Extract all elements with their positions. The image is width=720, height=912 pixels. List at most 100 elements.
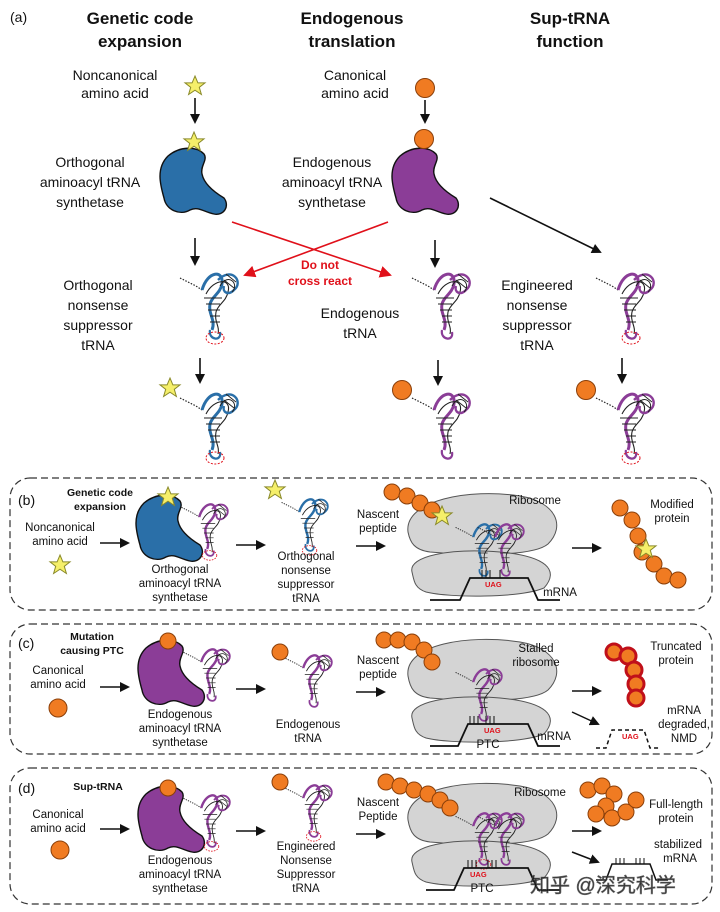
- cross-arrow-1: [231, 221, 392, 278]
- col3-title-line1: Sup-tRNA: [530, 9, 610, 28]
- panel-d-trna-circle-icon: [271, 773, 289, 791]
- panel-d-full-length-protein: [579, 777, 645, 827]
- panel-d-aa-line1: Canonical: [32, 809, 83, 821]
- panel-d-nascent-line2: Peptide: [358, 811, 397, 823]
- panel-d-stabilized-line1: stabilized: [654, 839, 702, 851]
- panel-c-result-line2: protein: [658, 655, 693, 667]
- panel-c-synth-line1: Endogenous: [148, 709, 213, 721]
- panel-c-circle-icon: [48, 698, 68, 718]
- panel-d-peptide-chain: [377, 773, 459, 817]
- panel-c-mrna-label: mRNA: [537, 731, 571, 743]
- cross-arrow-2: [243, 221, 389, 278]
- panel-b-nascent-line2: peptide: [359, 523, 397, 535]
- panel-d-letter: (d): [18, 780, 35, 796]
- panel-b-nascent-line1: Nascent: [357, 509, 400, 521]
- panel-c-truncated-protein: [604, 642, 646, 708]
- col1-title-line2: expansion: [98, 32, 182, 51]
- panel-b-synth-line3: synthetase: [152, 592, 208, 604]
- panel-d-ribosome-label: Ribosome: [514, 787, 566, 799]
- panel-c-trna-line2: tRNA: [294, 733, 322, 745]
- panel-c-synth-line3: synthetase: [152, 737, 208, 749]
- panel-d-circle-icon: [50, 840, 70, 860]
- panel-b-trna-star-icon: [264, 479, 286, 499]
- panel-b-trna-line2: nonsense: [281, 565, 331, 577]
- panel-b-aa-line1: Noncanonical: [25, 522, 95, 534]
- eng-trna-line3: suppressor: [502, 317, 572, 333]
- panel-c-aa-line2: amino acid: [30, 679, 86, 691]
- panel-d-stabilized-line2: mRNA: [663, 853, 697, 865]
- panel-c-degraded-line2: degraded,: [658, 719, 710, 731]
- panel-d-nascent-line1: Nascent: [357, 797, 400, 809]
- panel-d-result-line2: protein: [658, 813, 693, 825]
- canonical-label-line1: Canonical: [324, 67, 386, 83]
- panel-c-codon: UAG: [484, 726, 501, 735]
- canonical-label-line2: amino acid: [321, 85, 389, 101]
- eng-trna-line4: tRNA: [520, 337, 554, 353]
- panel-c-trna-line1: Endogenous: [276, 719, 341, 731]
- panel-c-degraded-mrna: [596, 729, 660, 749]
- panel-d-synth-line2: aminoacyl tRNA: [139, 869, 222, 881]
- no-cross-line1: Do not: [301, 258, 339, 272]
- panel-d-bound-circle-icon: [159, 779, 177, 797]
- orth-trna-line2: nonsense: [68, 297, 129, 313]
- panel-c-peptide-chain: [375, 631, 441, 671]
- panel-b-mrna-label: mRNA: [543, 587, 577, 599]
- panel-b-synthetase-icon: [135, 494, 204, 562]
- panel-c-title-line1: Mutation: [70, 631, 114, 643]
- col2-title-line2: translation: [309, 32, 396, 51]
- panel-c-trna-circle-icon: [271, 643, 289, 661]
- panel-c-nascent-line1: Nascent: [357, 655, 400, 667]
- orthogonal-trna-icon: [178, 272, 240, 345]
- panel-d-title: Sup-tRNA: [73, 781, 123, 793]
- eng-trna-line1: Engineered: [501, 277, 573, 293]
- col1-title-line1: Genetic code: [87, 9, 194, 28]
- panel-d-codon: UAG: [470, 870, 487, 879]
- panel-d-synth-line1: Endogenous: [148, 855, 213, 867]
- panel-d-synth-line3: synthetase: [152, 883, 208, 895]
- noncanonical-label-line1: Noncanonical: [73, 67, 158, 83]
- charged-star-icon: [159, 377, 181, 397]
- charged-orthogonal-trna-icon: [178, 392, 240, 465]
- orth-synth-line2: aminoacyl tRNA: [40, 174, 141, 190]
- panel-c-result-line1: Truncated: [650, 641, 701, 653]
- endo-synth-line3: synthetase: [298, 194, 366, 210]
- noncanonical-star-icon: [184, 75, 206, 95]
- panel-d-trna-line4: tRNA: [292, 883, 320, 895]
- panel-c-synthetase-icon: [137, 639, 206, 707]
- orth-trna-line3: suppressor: [63, 317, 133, 333]
- panel-c-degraded-codon: UAG: [622, 732, 639, 741]
- panel-b-result-line1: Modified: [650, 499, 693, 511]
- panel-b-star-icon: [49, 554, 71, 574]
- panel-b-synth-line1: Orthogonal: [152, 564, 209, 576]
- panel-c-aa-line1: Canonical: [32, 665, 83, 677]
- panel-b-synth-line2: aminoacyl tRNA: [139, 578, 222, 590]
- panel-b-trna-line4: tRNA: [292, 593, 320, 605]
- noncanonical-label-line2: amino acid: [81, 85, 149, 101]
- panel-a-letter: (a): [10, 9, 27, 25]
- panel-c-synth-line2: aminoacyl tRNA: [139, 723, 222, 735]
- orthogonal-synthetase-icon: [159, 147, 228, 215]
- endo-synth-line1: Endogenous: [293, 154, 372, 170]
- panel-c-bound-circle-icon: [159, 632, 177, 650]
- panel-b-title-line1: Genetic code: [67, 487, 133, 499]
- panel-b-aa-line2: amino acid: [32, 536, 88, 548]
- charged-endogenous-trna-icon: [410, 392, 472, 461]
- watermark-text: 知乎 @深究科学: [530, 874, 676, 897]
- panel-c-degraded-line3: NMD: [671, 733, 697, 745]
- charged-circle-icon: [392, 380, 412, 400]
- panel-d-aa-line2: amino acid: [30, 823, 86, 835]
- panel-b-frame: [9, 477, 713, 611]
- panel-c-nascent-line2: peptide: [359, 669, 397, 681]
- panel-b-mrna-line: [430, 577, 560, 601]
- panel-c-degraded-line1: mRNA: [667, 705, 701, 717]
- panel-b-trna-line3: suppressor: [278, 579, 335, 591]
- orth-trna-line4: tRNA: [81, 337, 115, 353]
- panel-c-ribosome-line2: ribosome: [512, 657, 559, 669]
- col2-title-line1: Endogenous: [301, 9, 404, 28]
- panel-d-trna-line3: Suppressor: [277, 869, 336, 881]
- panel-b-codon: UAG: [485, 580, 502, 589]
- endogenous-trna-icon: [410, 272, 472, 341]
- orth-synth-line3: synthetase: [56, 194, 124, 210]
- endo-trna-line1: Endogenous: [321, 305, 400, 321]
